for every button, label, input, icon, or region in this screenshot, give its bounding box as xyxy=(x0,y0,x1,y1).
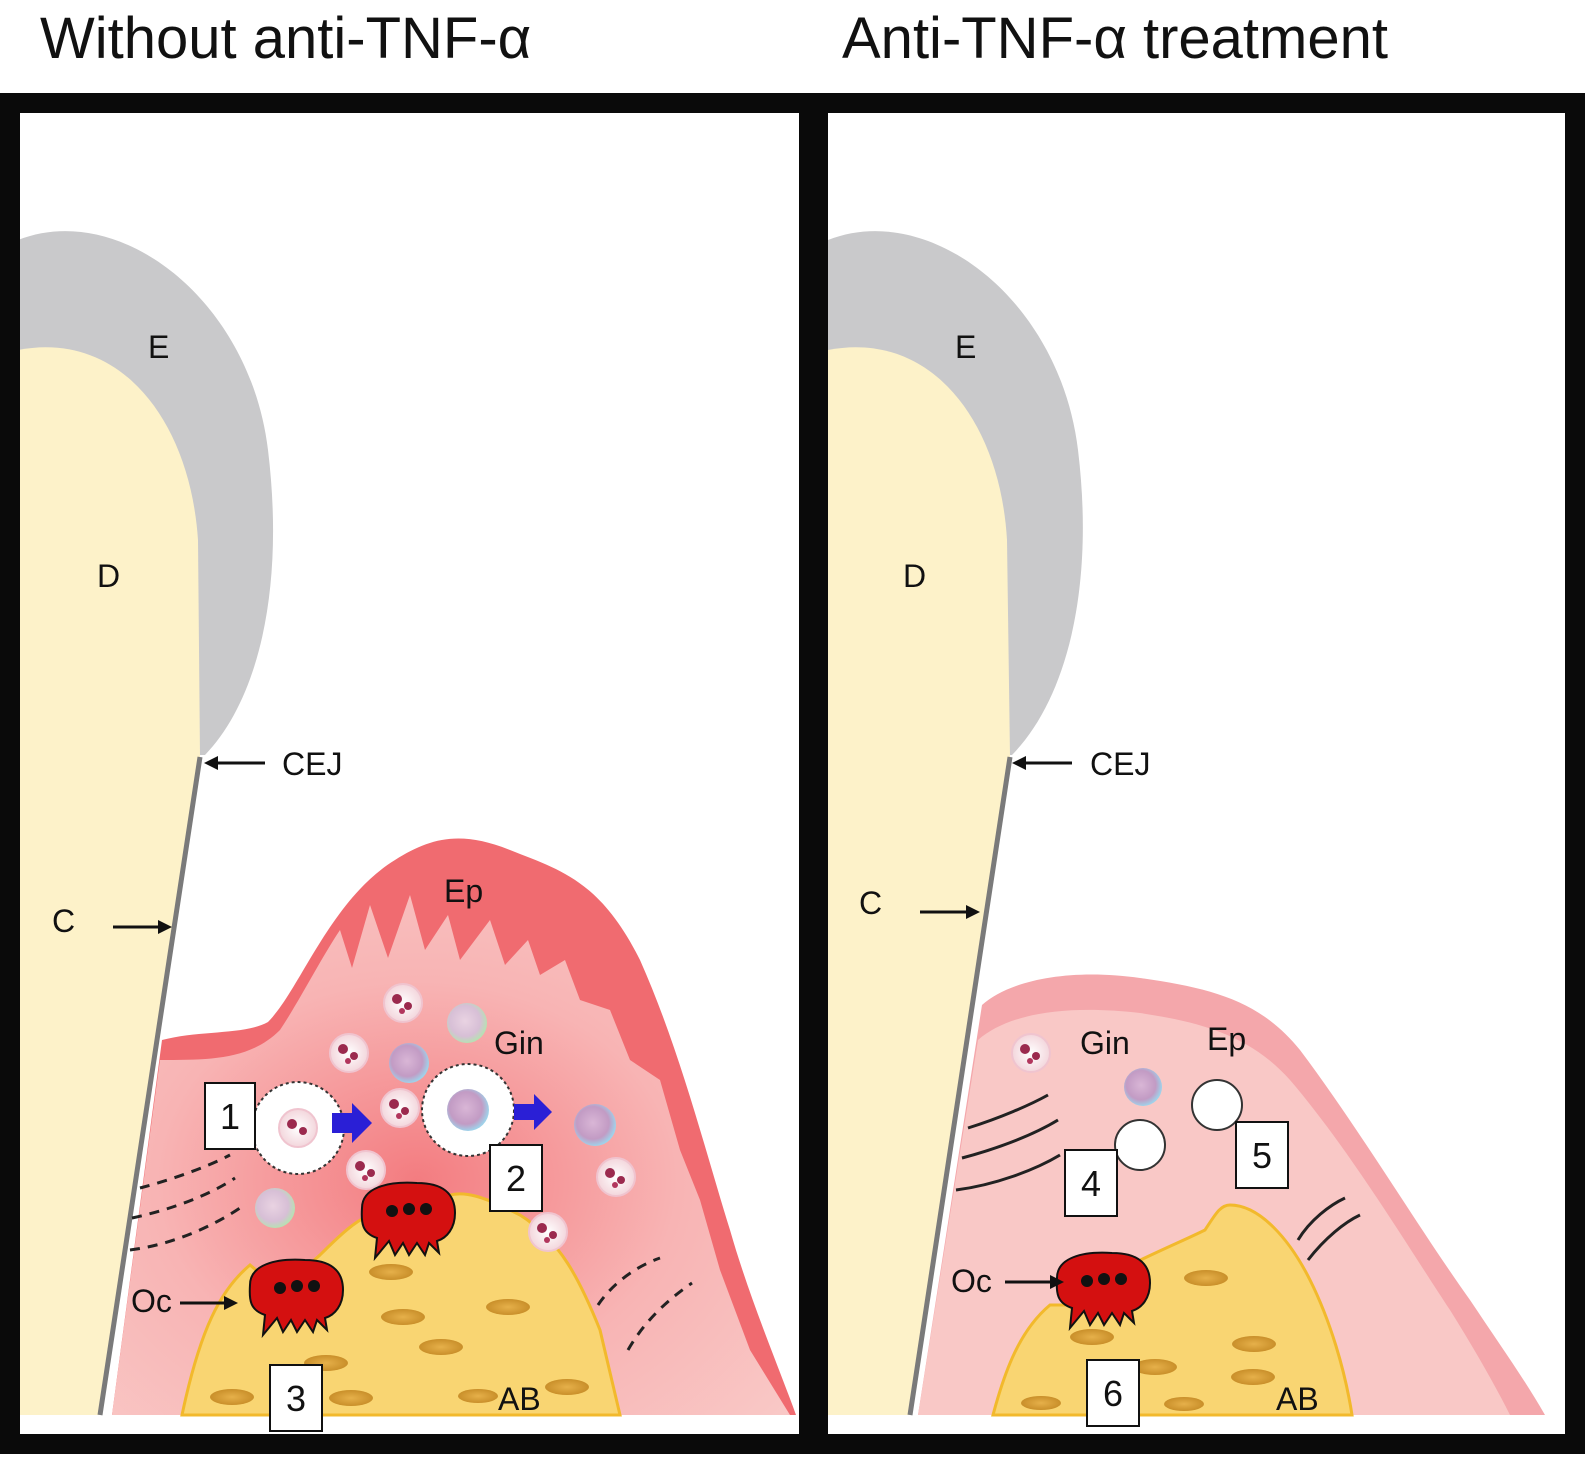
label-cementum: C xyxy=(52,903,75,939)
bone-pits xyxy=(1021,1270,1276,1411)
bone-pits xyxy=(210,1264,589,1406)
label-cementum: C xyxy=(859,885,882,921)
neutrophil-cell xyxy=(380,1088,420,1128)
panel-right: E D CEJ C Ep Gin Oc AB 4 5 6 xyxy=(828,231,1545,1427)
lymphocyte-cell xyxy=(1124,1068,1162,1106)
neutrophil-cell xyxy=(596,1157,636,1197)
migration-arrow-icon xyxy=(332,1103,372,1143)
panel-left: E D CEJ C Ep Gin Oc AB 1 2 3 xyxy=(18,231,796,1432)
lymphocyte-cell xyxy=(574,1104,616,1146)
marker-1: 1 xyxy=(204,1082,256,1150)
solid-fibres-right xyxy=(955,1093,1361,1261)
label-alveolar-bone: AB xyxy=(1276,1381,1319,1417)
lymphocyte-cell xyxy=(447,1003,487,1043)
marker-2: 2 xyxy=(489,1144,543,1212)
marker-3: 3 xyxy=(269,1364,323,1432)
svg-text:6: 6 xyxy=(1103,1373,1123,1414)
osteoclast-cell xyxy=(1055,1251,1152,1332)
label-epithelium: Ep xyxy=(444,873,483,909)
dentin-shape xyxy=(18,347,200,1415)
panel-title-right: Anti-TNF-α treatment xyxy=(842,6,1388,71)
label-cej: CEJ xyxy=(1090,746,1150,782)
label-dentin: D xyxy=(903,558,926,594)
label-osteoclast: Oc xyxy=(131,1283,172,1319)
marker-4: 4 xyxy=(1064,1149,1118,1217)
lymphocyte-cell xyxy=(255,1188,295,1228)
label-gingiva: Gin xyxy=(1080,1025,1130,1061)
dentin-shape xyxy=(828,347,1010,1415)
label-epithelium: Ep xyxy=(1207,1021,1246,1057)
marker-6: 6 xyxy=(1086,1359,1140,1427)
osteoclast-cell xyxy=(248,1258,345,1339)
panel-frame-right xyxy=(808,93,1585,1454)
svg-text:5: 5 xyxy=(1252,1135,1272,1176)
migration-arrow-icon xyxy=(514,1094,552,1130)
label-alveolar-bone: AB xyxy=(498,1381,541,1417)
alveolar-bone-shape xyxy=(991,1203,1354,1417)
label-gingiva: Gin xyxy=(494,1025,544,1061)
label-cej: CEJ xyxy=(282,746,342,782)
marker-5: 5 xyxy=(1235,1121,1289,1189)
svg-text:4: 4 xyxy=(1081,1163,1101,1204)
svg-text:1: 1 xyxy=(220,1096,240,1137)
neutrophil-cell xyxy=(1011,1033,1051,1073)
blocked-cell xyxy=(1114,1119,1166,1171)
neutrophil-cell xyxy=(383,983,423,1023)
label-dentin: D xyxy=(97,558,120,594)
label-enamel: E xyxy=(148,329,169,365)
neutrophil-cell xyxy=(346,1150,386,1190)
cementum-line xyxy=(97,756,203,1416)
cementum-line xyxy=(907,756,1013,1416)
pointer-arrows-right xyxy=(920,756,1072,1289)
lymphocyte-cell xyxy=(389,1043,429,1083)
dashed-fibres-left xyxy=(129,1153,693,1351)
osteoclast-cell xyxy=(360,1181,457,1262)
lymphocyte-cells-left xyxy=(255,1003,616,1228)
neutrophil-cells-left xyxy=(329,983,636,1252)
label-osteoclast: Oc xyxy=(951,1263,992,1299)
blocked-cell xyxy=(1191,1079,1243,1131)
label-enamel: E xyxy=(955,329,976,365)
panel-title-left: Without anti-TNF-α xyxy=(40,6,532,71)
transmigrating-neutrophil xyxy=(251,1081,345,1175)
svg-text:2: 2 xyxy=(506,1158,526,1199)
transmigrating-lymphocyte xyxy=(421,1063,515,1157)
pointer-arrows-left xyxy=(113,756,265,1310)
neutrophil-cell xyxy=(528,1212,568,1252)
neutrophil-cell xyxy=(329,1033,369,1073)
svg-text:3: 3 xyxy=(286,1378,306,1419)
